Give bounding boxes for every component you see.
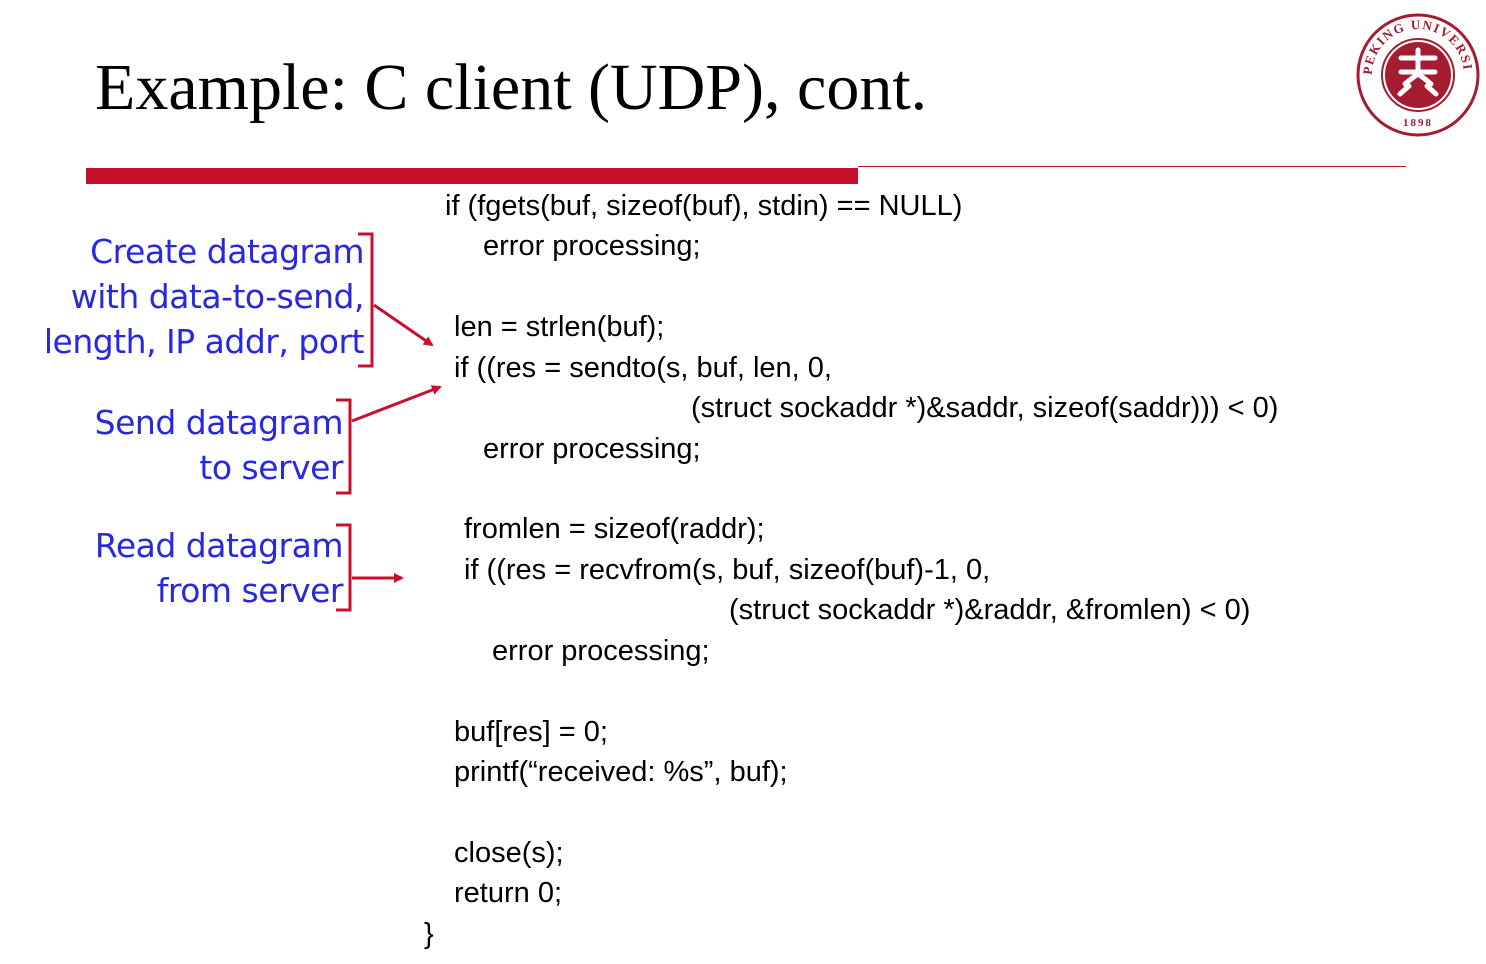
code-line: if ((res = recvfrom(s, buf, sizeof(buf)-… bbox=[464, 554, 991, 586]
arrow-send bbox=[351, 385, 442, 423]
annotation-line: length, IP addr, port bbox=[43, 322, 365, 361]
title-rule-thin bbox=[858, 166, 1406, 167]
annotation-line: Send datagram bbox=[94, 403, 344, 442]
bracket-read bbox=[336, 523, 352, 612]
code-line: if (fgets(buf, sizeof(buf), stdin) == NU… bbox=[445, 190, 963, 222]
code-line: len = strlen(buf); bbox=[454, 311, 665, 343]
annotation-line: Read datagram bbox=[94, 526, 344, 565]
code-line: if ((res = sendto(s, buf, len, 0, bbox=[454, 352, 832, 384]
annotation-read-datagram: Read datagram from server bbox=[94, 523, 344, 613]
annotation-send-datagram: Send datagram to server bbox=[94, 400, 344, 490]
code-line: buf[res] = 0; bbox=[454, 716, 608, 748]
slide-title: Example: C client (UDP), cont. bbox=[95, 51, 928, 124]
title-rule bbox=[86, 168, 858, 184]
annotation-line: with data-to-send, bbox=[70, 277, 365, 316]
code-line: (struct sockaddr *)&saddr, sizeof(saddr)… bbox=[691, 392, 1279, 424]
annotation-line: Create datagram bbox=[90, 232, 364, 271]
code-line: error processing; bbox=[483, 230, 701, 262]
university-logo: PEKING UNIVERSITY 1898 bbox=[1355, 12, 1480, 137]
code-line: error processing; bbox=[483, 433, 701, 465]
code-line: close(s); bbox=[454, 837, 564, 869]
code-line: return 0; bbox=[454, 877, 562, 909]
logo-year: 1898 bbox=[1403, 117, 1433, 129]
code-line: fromlen = sizeof(raddr); bbox=[464, 513, 765, 545]
arrow-create bbox=[373, 303, 434, 347]
annotation-create-datagram: Create datagram with data-to-send, lengt… bbox=[43, 229, 365, 364]
bracket-create bbox=[358, 232, 374, 368]
bracket-send bbox=[336, 398, 352, 495]
seal-emblem-icon bbox=[1397, 47, 1439, 97]
annotation-line: from server bbox=[156, 571, 344, 610]
code-line: (struct sockaddr *)&raddr, &fromlen) < 0… bbox=[729, 594, 1251, 626]
code-line: } bbox=[424, 918, 434, 950]
annotation-line: to server bbox=[199, 448, 343, 487]
code-line: error processing; bbox=[492, 635, 710, 667]
code-line: printf(“received: %s”, buf); bbox=[454, 756, 788, 788]
